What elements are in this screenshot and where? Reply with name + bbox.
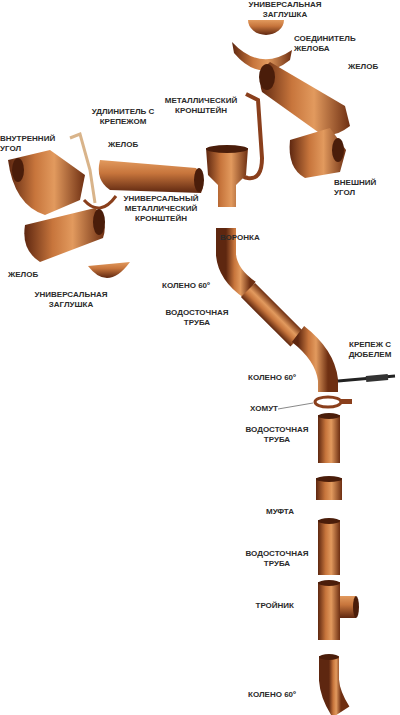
part-label: УНИВЕРСАЛЬНАЯ ЗАГЛУШКА [244,0,326,20]
part-label: МУФТА [250,507,294,517]
part-label: СОЕДИНИТЕЛЬ ЖЕЛОБА [294,34,360,54]
part-label: ВОДОСТОЧНАЯ ТРУБА [240,549,314,569]
downpipe [318,520,340,575]
part-label: ВОДОСТОЧНАЯ ТРУБА [160,308,234,328]
pipe-opening [353,596,359,618]
part-label: КОЛЕНО 60º [150,281,210,291]
pipe-opening [316,476,342,482]
part-label: ЖЕЛОБ [348,62,388,72]
part-label: УНИВЕРСАЛЬНАЯ ЗАГЛУШКА [28,290,114,310]
part-label: ЖЕЛОБ [108,140,148,150]
downpipe [241,283,305,347]
gutter [99,160,203,193]
part-label: КОЛЕНО 60º [232,690,296,700]
part-label: КОЛЕНО 60º [232,373,296,383]
dowel [366,374,388,382]
part-label: КРЕПЕЖ С ДЮБЕЛЕМ [340,340,400,360]
corner-opening [332,138,344,162]
tee [318,582,340,640]
gutter-opening [259,64,275,90]
funnel [206,148,248,207]
gutter-connector [232,42,292,70]
universal-bracket [84,196,116,208]
gutter [24,208,104,262]
elbow [298,334,328,392]
gutter-opening [194,168,204,192]
downpipe [318,415,340,463]
funnel-opening [206,145,248,153]
gutter-opening [93,209,105,235]
outer-corner [290,128,346,178]
pipe-opening [319,654,339,660]
pipe-opening [318,518,340,524]
clamp-tab [340,399,352,404]
pipe-opening [318,580,340,586]
part-label: ТРОЙНИК [240,601,294,611]
elbow [329,656,341,712]
part-label: МЕТАЛЛИЧЕСКИЙ КРОНШТЕЙН [158,96,244,116]
part-label: УДЛИНИТЕЛЬ С КРЕПЕЖОМ [88,107,158,127]
part-label: ВНЕШНИЙ УГОЛ [334,178,384,198]
inner-corner [8,150,85,215]
end-cap [248,20,284,35]
part-label: ВОДОСТОЧНАЯ ТРУБА [240,425,314,445]
part-label: УНИВЕРСАЛЬНЫЙ МЕТАЛЛИЧЕСКИЙ КРОНШТЕЙН [116,194,206,224]
part-label: ВНУТРЕННИЙ УГОЛ [0,134,56,154]
corner-opening [12,158,24,182]
part-label: ХОМУТ [240,404,278,414]
part-label: ВОРОНКА [220,233,270,243]
clamp [315,397,341,407]
part-label: ЖЕЛОБ [8,270,48,280]
pipe-opening [318,413,340,419]
end-cap [88,262,130,278]
leader-line [278,403,313,409]
